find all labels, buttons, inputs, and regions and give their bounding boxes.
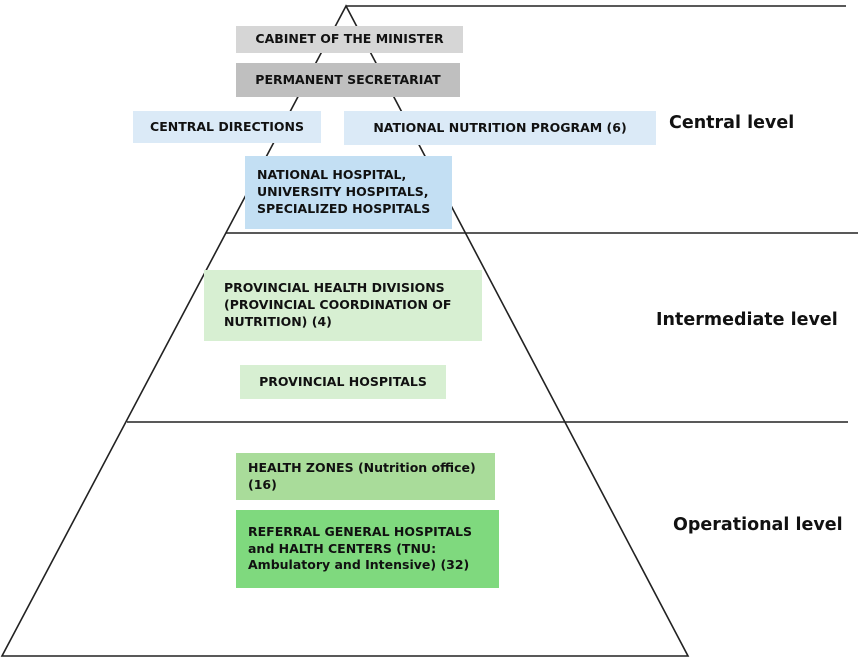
referral-hospitals-line2: and HALTH CENTERS (TNU: [248, 540, 437, 556]
secretariat-label: PERMANENT SECRETARIAT [255, 71, 441, 87]
national-hospitals-box: NATIONAL HOSPITAL, UNIVERSITY HOSPITALS,… [245, 156, 452, 229]
cabinet-label: CABINET OF THE MINISTER [255, 31, 444, 47]
provincial-divisions-line2: (PROVINCIAL COORDINATION OF [224, 297, 452, 313]
referral-hospitals-line3: Ambulatory and Intensive) (32) [248, 557, 470, 573]
nutrition-program-label: NATIONAL NUTRITION PROGRAM (6) [373, 119, 627, 135]
central-directions-label: CENTRAL DIRECTIONS [150, 118, 304, 134]
intermediate-level-label: Intermediate level [656, 310, 838, 330]
referral-hospitals-box: REFERRAL GENERAL HOSPITALS and HALTH CEN… [236, 510, 499, 588]
provincial-divisions-line1: PROVINCIAL HEALTH DIVISIONS [224, 280, 445, 296]
pyramid-outline [0, 4, 690, 657]
health-zones-line1: HEALTH ZONES (Nutrition office) [248, 459, 476, 475]
national-hospitals-line3: SPECIALIZED HOSPITALS [257, 200, 431, 216]
central-level-label: Central level [669, 113, 795, 133]
national-hospitals-line1: NATIONAL HOSPITAL, [257, 167, 407, 183]
secretariat-box: PERMANENT SECRETARIAT [236, 63, 460, 97]
operational-level-label: Operational level [673, 515, 843, 535]
nutrition-program-box: NATIONAL NUTRITION PROGRAM (6) [344, 111, 656, 145]
national-hospitals-line2: UNIVERSITY HOSPITALS, [257, 184, 429, 200]
provincial-hospitals-label: PROVINCIAL HOSPITALS [259, 373, 427, 389]
provincial-hospitals-box: PROVINCIAL HOSPITALS [240, 365, 446, 399]
provincial-divisions-box: PROVINCIAL HEALTH DIVISIONS (PROVINCIAL … [204, 270, 482, 341]
referral-hospitals-line1: REFERRAL GENERAL HOSPITALS [248, 523, 472, 539]
health-zones-line2: (16) [248, 476, 277, 492]
health-zones-box: HEALTH ZONES (Nutrition office) (16) [236, 453, 495, 500]
provincial-divisions-line3: NUTRITION) (4) [224, 313, 332, 329]
central-directions-box: CENTRAL DIRECTIONS [133, 111, 321, 143]
cabinet-box: CABINET OF THE MINISTER [236, 26, 463, 53]
